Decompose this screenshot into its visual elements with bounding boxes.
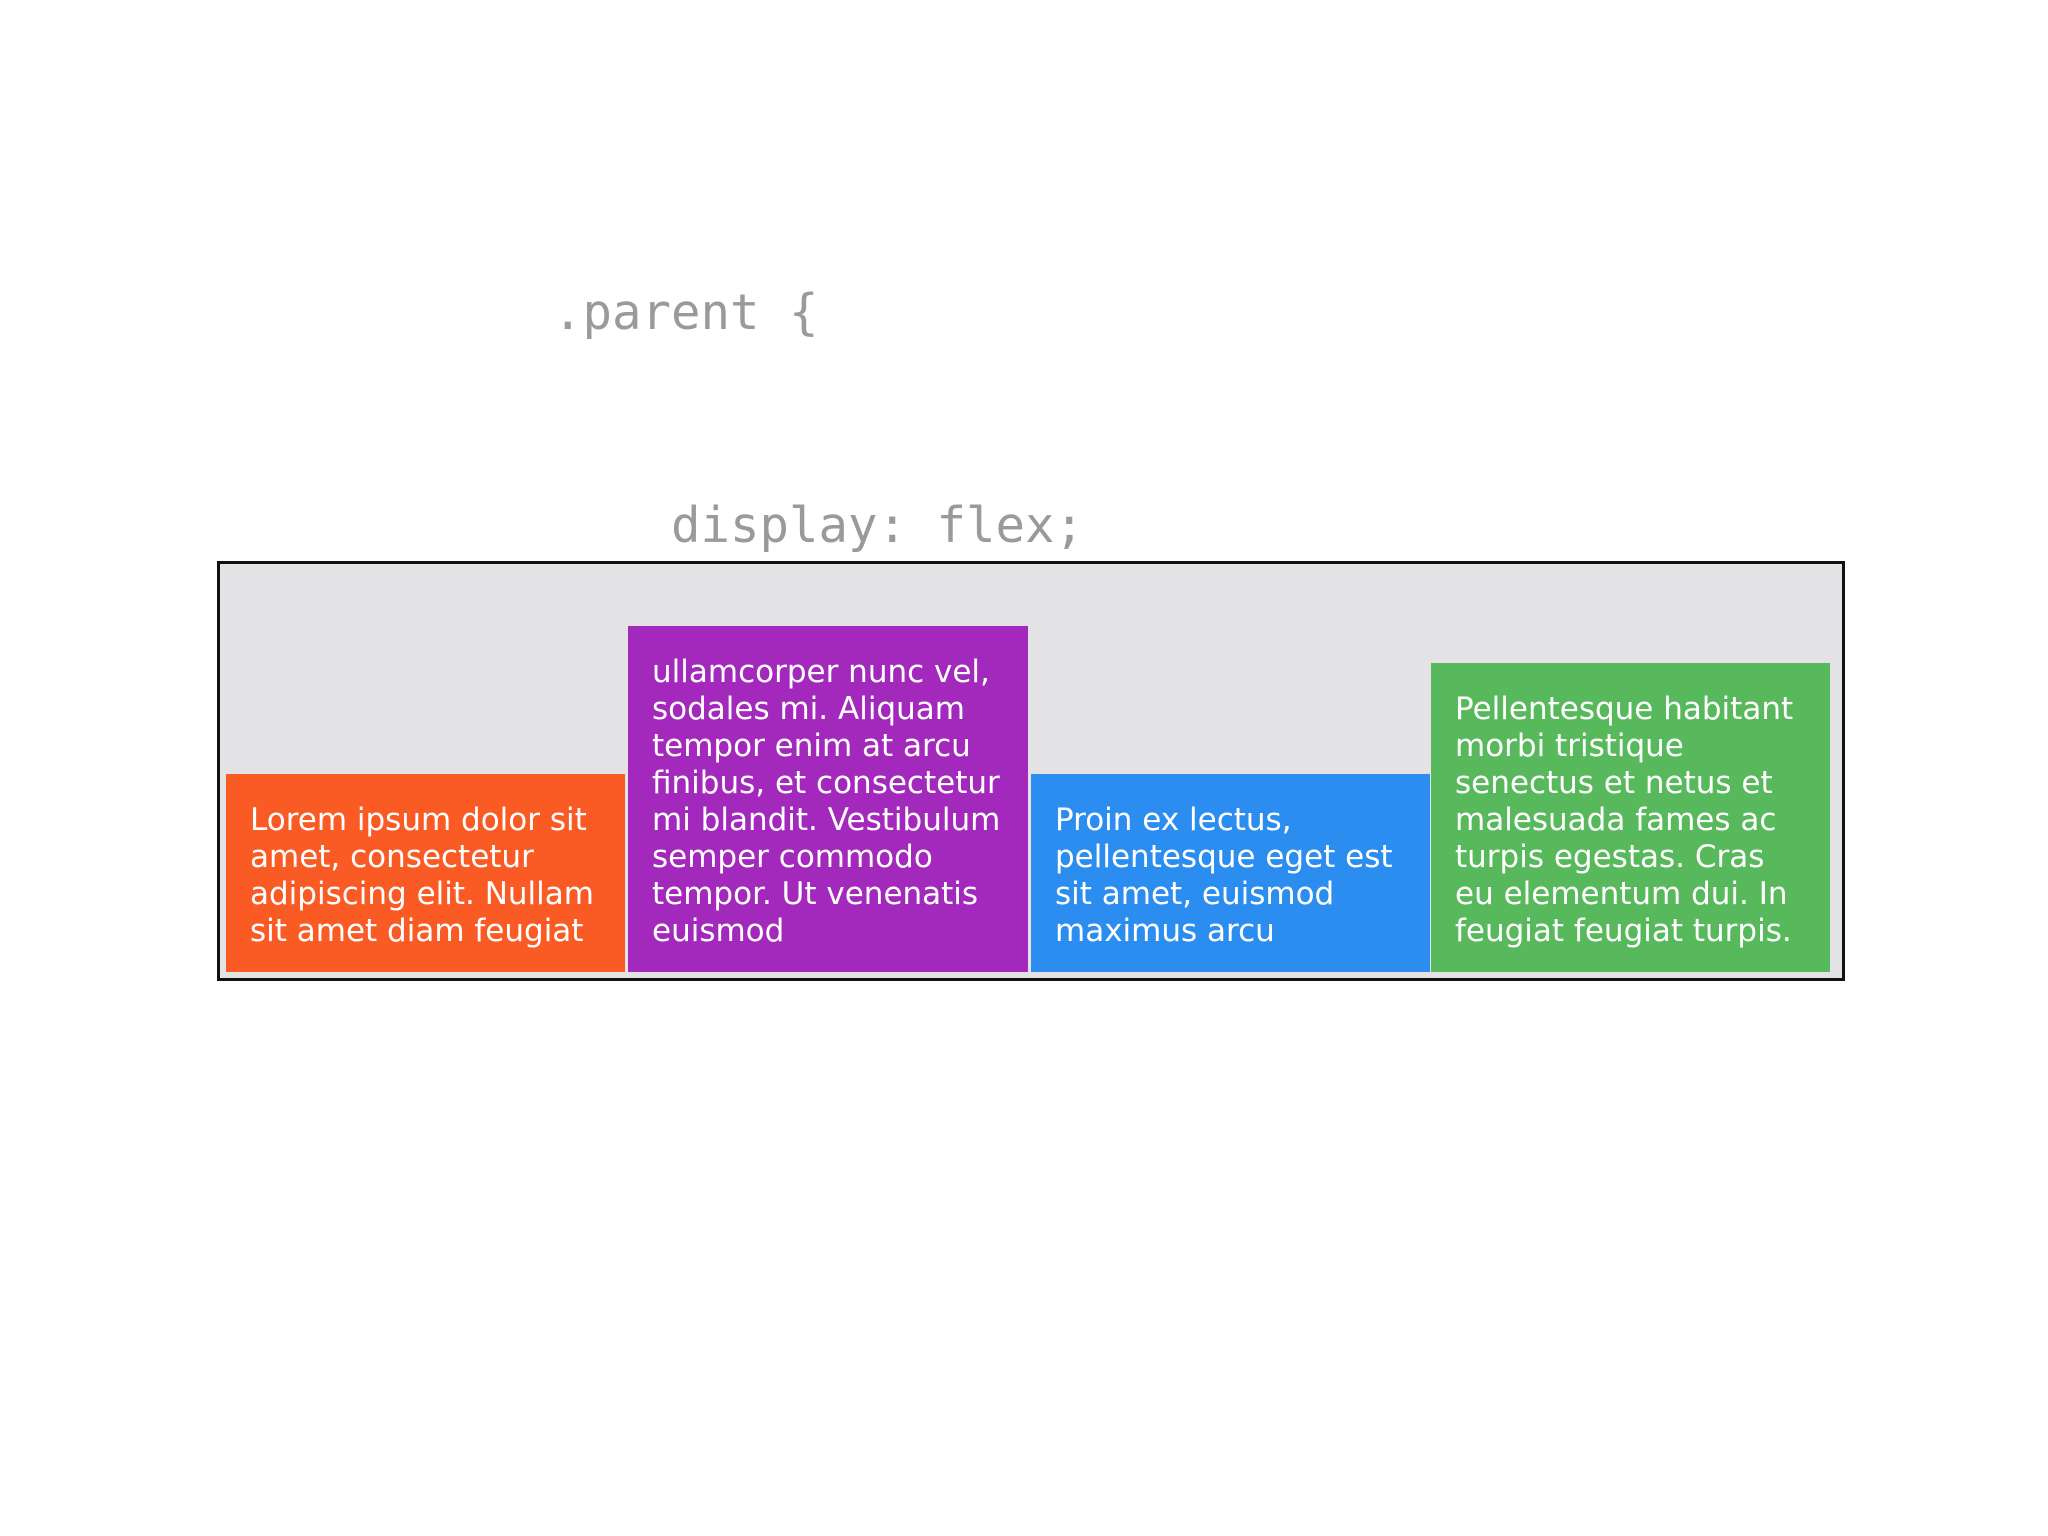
flex-item-purple: ullamcorper nunc vel, sodales mi. Aliqua… [628,626,1028,972]
flex-demo-container: Lorem ipsum dolor sit amet, consectetur … [217,561,1845,981]
code-token-selector: .parent { [553,284,819,341]
flex-item-blue-text: Proin ex lectus, pellentesque eget est s… [1055,802,1393,949]
flex-item-green: Pellentesque habitant morbi tristique se… [1431,663,1830,972]
code-line-selector: .parent { [553,277,1320,348]
flex-item-blue: Proin ex lectus, pellentesque eget est s… [1031,774,1430,972]
flex-item-green-text: Pellentesque habitant morbi tristique se… [1455,691,1794,949]
flex-item-orange: Lorem ipsum dolor sit amet, consectetur … [226,774,625,972]
code-token-display: display: flex; [553,497,1085,554]
flex-item-purple-text: ullamcorper nunc vel, sodales mi. Aliqua… [652,654,1001,949]
code-line-display: display: flex; [553,490,1320,561]
flex-item-orange-text: Lorem ipsum dolor sit amet, consectetur … [250,802,594,949]
